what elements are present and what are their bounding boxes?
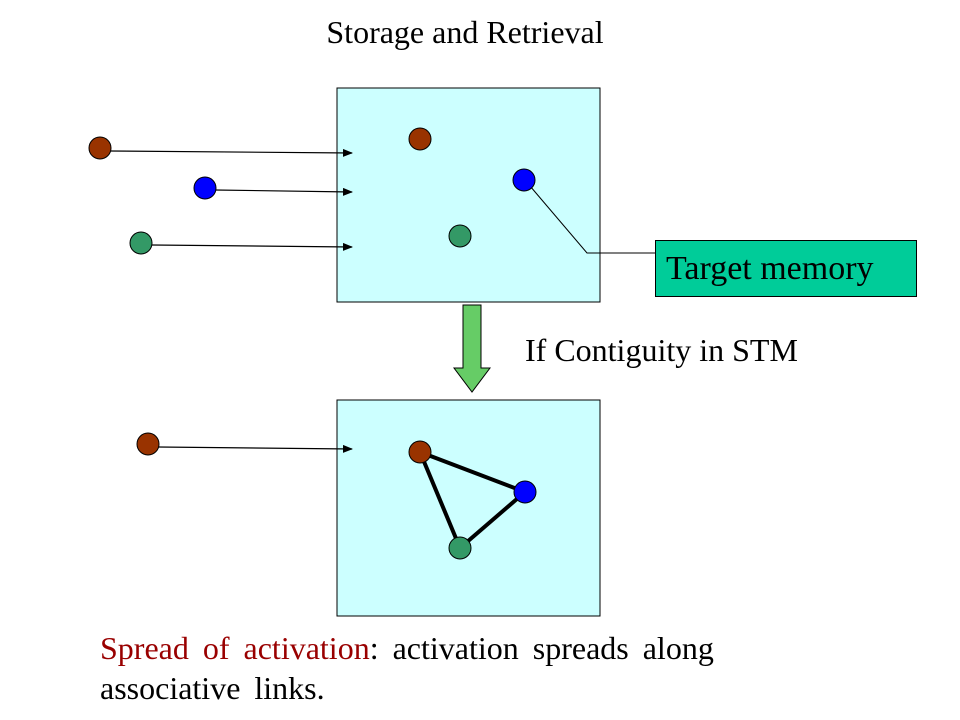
caption: Spread of activation: activation spreads… <box>100 628 820 708</box>
input-arrow-blue <box>214 187 353 196</box>
memory-panel-bottom <box>336 399 601 617</box>
transition-arrow <box>453 304 491 393</box>
input-arrow-green <box>151 242 353 251</box>
link-blue-green <box>458 490 527 550</box>
cue-node-red <box>136 432 160 456</box>
linked-node-green <box>448 536 472 560</box>
link-red-green <box>418 451 462 549</box>
caption-text: : activation spreads along associative l… <box>100 630 714 706</box>
input-node-blue <box>193 176 217 200</box>
input-arrow-red <box>109 148 353 157</box>
linked-node-red <box>408 440 432 464</box>
memory-panel-top <box>336 87 601 303</box>
link-red-blue <box>419 450 526 494</box>
cue-arrow-red <box>157 444 353 453</box>
stored-node-green <box>448 224 472 248</box>
condition-label: If Contiguity in STM <box>525 332 798 368</box>
slide-title: Storage and Retrieval <box>326 14 604 50</box>
stored-node-blue <box>512 168 536 192</box>
input-node-red <box>88 136 112 160</box>
linked-node-blue <box>513 480 537 504</box>
caption-term: Spread of activation <box>100 630 370 666</box>
input-node-green <box>129 231 153 255</box>
target-memory-label: Target memory <box>655 240 917 297</box>
stored-node-red <box>408 127 432 151</box>
target-leader-line <box>529 185 655 254</box>
